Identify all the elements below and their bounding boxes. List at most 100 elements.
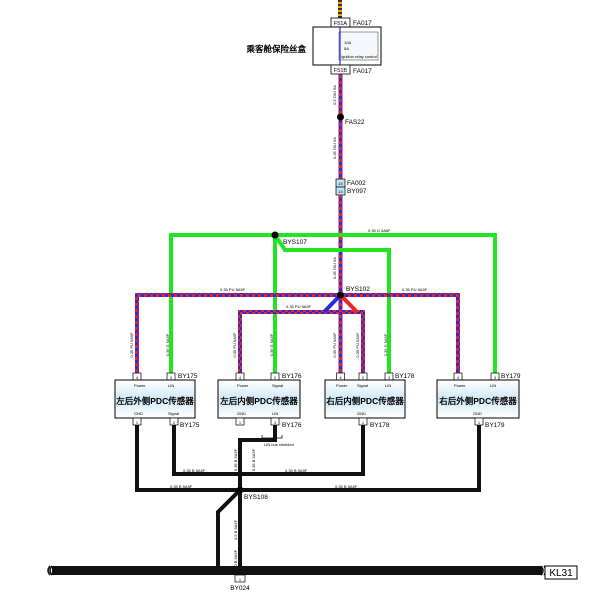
- pin-label: LIN: [385, 383, 391, 388]
- splice-bys108-label: BYS108: [244, 494, 268, 501]
- pin-label: Power: [336, 383, 348, 388]
- module-body: [436, 379, 520, 419]
- pin-number: 2: [274, 375, 277, 380]
- module-right-outer: 4 3 BY179 Power LIN 右后外侧PDC传感器 GND 1 BY1…: [436, 372, 521, 429]
- module-ref-top: BY179: [501, 373, 521, 380]
- pin-label: GND: [473, 411, 482, 416]
- fuse-box: F51A FA017 10A 5A Ignition relay control…: [245, 0, 382, 75]
- pin-label: Power: [454, 383, 466, 388]
- wire-label-drop-ri-ground: 0.35 B 5A5F: [251, 448, 256, 471]
- module-body: [217, 379, 301, 419]
- module-name: 右后内侧PDC传感器: [325, 396, 404, 406]
- pin-label: LIN: [168, 383, 174, 388]
- inline-pin-bottom: 14: [338, 189, 343, 194]
- wire-label-power-bus-right: 0.35 PU 5A5F: [402, 287, 428, 292]
- power-diag-right: [339, 293, 359, 314]
- ground-loop-outer: [135, 425, 481, 492]
- pin-label: Signal: [272, 383, 283, 388]
- wire-label-ground-bus: 0.35 B 5A5F: [170, 484, 193, 489]
- pin-number: 4: [457, 375, 460, 380]
- module-ref-top: BY176: [282, 373, 302, 380]
- module-right-inner: 4 2 3 BY178 Power Signal LIN 右后内侧PDC传感器 …: [324, 372, 415, 429]
- wire-label-supply-low: 0.35 O/U 5A: [332, 257, 337, 279]
- ground-wiring: [135, 425, 481, 572]
- pin-number: 1: [362, 420, 365, 425]
- wire-label-drop-ri-power2: 0.35 PU 5A5F: [355, 332, 360, 358]
- pin-label: GND: [357, 411, 366, 416]
- green-drop-ri: [273, 233, 391, 375]
- pin-number: 4: [339, 375, 342, 380]
- wire-label-power-bus-left: 0.35 PU 5A5F: [220, 287, 246, 292]
- main-supply: FAS22 0.5 O/U 5A 0.35 O/U 5A 14 14 FA002…: [332, 74, 367, 293]
- power-drop-lo: [135, 293, 139, 375]
- pin-number: 4: [239, 375, 242, 380]
- pin-number: 2: [362, 375, 365, 380]
- wire-label-ground-right: 0.35 B 5A5F: [285, 468, 308, 473]
- fuse-inner-line1: 10A: [344, 40, 351, 45]
- wire-label-drop-ri-signal: 0.35 G 5A5F: [383, 333, 388, 356]
- ground-pin-number: 1: [239, 577, 242, 582]
- module-ref-bottom: BY175: [180, 422, 200, 429]
- pin-box: [235, 417, 245, 426]
- wire-label-drop-li-ground: 0.35 B 5A5F: [233, 448, 238, 471]
- fuse-inner-line2: 5A: [344, 46, 349, 51]
- ground-point-label: BY024: [230, 585, 250, 592]
- power-distribution: [135, 293, 460, 375]
- module-body: [114, 379, 196, 419]
- module-name: 右后外侧PDC传感器: [438, 396, 517, 406]
- wire-label-drop-ri-power: 0.35 PU 5A5F: [332, 332, 337, 358]
- shield-note-text: LIN bus shielded: [264, 442, 294, 447]
- pin-number: 1: [478, 420, 481, 425]
- pin-label: Signal: [168, 411, 179, 416]
- fuse-box-inner: [338, 31, 379, 61]
- splice-bys108-dot: [236, 486, 244, 494]
- supply-wire-lower: [338, 195, 343, 293]
- wire-label-drop-lo-signal: 0.35 G 5A5F: [165, 333, 170, 356]
- pin-number: 4: [136, 375, 139, 380]
- fuse-connector-bottom-label: F51B: [334, 68, 347, 74]
- power-bus: [135, 293, 460, 297]
- power-drop-ri: [338, 293, 343, 375]
- ground-inner: [238, 425, 365, 476]
- wire-label-supply-mid: 0.35 O/U 5A: [332, 137, 337, 159]
- pin-number: 1: [239, 420, 242, 425]
- wire-label-ground-left: 0.35 B 5A5F: [183, 468, 206, 473]
- pin-label: GND: [237, 411, 246, 416]
- wire-label-drop-lo-power: 0.35 PU 5A5F: [129, 332, 134, 358]
- fuse-bottom-ref: FA017: [353, 68, 372, 75]
- pin-number: 1: [136, 420, 139, 425]
- pin-label: Power: [237, 383, 249, 388]
- supply-wire-upper: [338, 74, 343, 179]
- splice-bys102-dot: [337, 291, 344, 299]
- splice-fas22-label: FAS22: [345, 119, 365, 126]
- ground-point: 1 BY024: [230, 574, 250, 592]
- module-body: [324, 379, 406, 419]
- splice-bys102-label: BYS102: [346, 286, 370, 293]
- module-ref-bottom: BY179: [485, 422, 505, 429]
- green-outer-loop: [169, 233, 497, 375]
- module-ref-bottom: BY176: [282, 422, 302, 429]
- inline-pin-top: 14: [338, 181, 343, 186]
- pin-label: Power: [134, 383, 146, 388]
- ground-bar: KL31: [47, 565, 578, 580]
- splice-fas22-dot: [337, 113, 344, 121]
- wire-label-green-bus: 0.35 G 5A5F: [368, 228, 391, 233]
- module-ref-top: BY175: [178, 373, 198, 380]
- ground-branch-left: [216, 488, 242, 572]
- wire-label-supply-top: 0.5 O/U 5A: [332, 85, 337, 105]
- inline-ref-top: FA002: [347, 180, 366, 187]
- module-ref-top: BY178: [395, 373, 415, 380]
- module-name: 左后内侧PDC传感器: [219, 396, 298, 406]
- pin-number: 3: [388, 375, 391, 380]
- pin-label: GND: [134, 411, 143, 416]
- wire-label-drop-li-signal: 0.35 G 5A5F: [269, 333, 274, 356]
- pin-number: 2: [173, 420, 176, 425]
- wire-label-ground-bottom: 1.0 B 5A5F: [233, 549, 238, 570]
- power-drop-li: [238, 310, 242, 375]
- fuse-connector-top-label: F51A: [334, 21, 347, 27]
- pin-label: LIN: [272, 411, 278, 416]
- module-left-outer: 4 3 BY175 Power LIN 左后外侧PDC传感器 GND Signa…: [114, 372, 200, 429]
- fuse-box-label: 乘客舱保险丝盒: [245, 44, 306, 54]
- module-name: 左后外侧PDC传感器: [115, 396, 194, 406]
